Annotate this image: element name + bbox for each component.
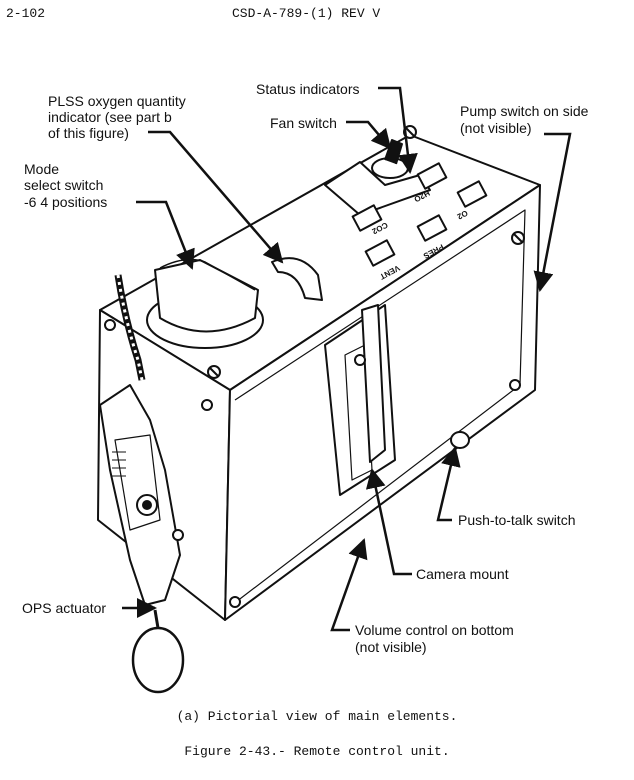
ops-actuator-assembly bbox=[99, 384, 181, 606]
mode-label-line1: Mode bbox=[24, 161, 60, 177]
leader-mode bbox=[136, 200, 195, 270]
figure-title: Figure 2-43.- Remote control unit. bbox=[184, 744, 450, 759]
page-number: 2-102 bbox=[6, 6, 46, 21]
pump-label-line1: Pump switch on side bbox=[460, 103, 589, 119]
plss-label-line2: indicator (see part b bbox=[48, 109, 172, 125]
push-to-talk-switch bbox=[450, 431, 470, 449]
plss-label-line3: of this figure) bbox=[48, 125, 129, 141]
mode-label-line3: -6 4 positions bbox=[24, 194, 108, 210]
volume-label-line2: (not visible) bbox=[355, 639, 427, 655]
leader-plss bbox=[148, 130, 284, 264]
document-id: CSD-A-789-(1) REV V bbox=[232, 6, 381, 21]
leader-camera bbox=[365, 468, 412, 576]
fan-switch-label: Fan switch bbox=[270, 115, 337, 131]
status-window-co2 bbox=[351, 204, 383, 232]
figure-caption: (a) Pictorial view of main elements. bbox=[176, 709, 458, 724]
leader-fan bbox=[346, 120, 392, 150]
push-to-talk-label: Push-to-talk switch bbox=[458, 512, 576, 528]
leader-ptt bbox=[436, 446, 461, 522]
status-window-pres bbox=[416, 214, 448, 242]
leader-pump bbox=[533, 132, 572, 292]
camera-mount-label: Camera mount bbox=[416, 566, 509, 582]
plss-label-line1: PLSS oxygen quantity bbox=[48, 93, 186, 109]
oxygen-quantity-scale bbox=[271, 257, 323, 301]
status-indicators-label: Status indicators bbox=[256, 81, 360, 97]
leader-volume bbox=[330, 538, 368, 632]
status-window-vent bbox=[364, 239, 396, 267]
mode-label-line2: select switch bbox=[24, 177, 104, 193]
status-window-o2 bbox=[456, 180, 488, 208]
leader-status bbox=[378, 86, 418, 174]
status-window-h2o bbox=[416, 162, 448, 190]
volume-label-line1: Volume control on bottom bbox=[355, 622, 514, 638]
ops-actuator-label: OPS actuator bbox=[22, 600, 107, 616]
pump-label-line2: (not visible) bbox=[460, 120, 532, 136]
ops-ring bbox=[131, 626, 185, 694]
